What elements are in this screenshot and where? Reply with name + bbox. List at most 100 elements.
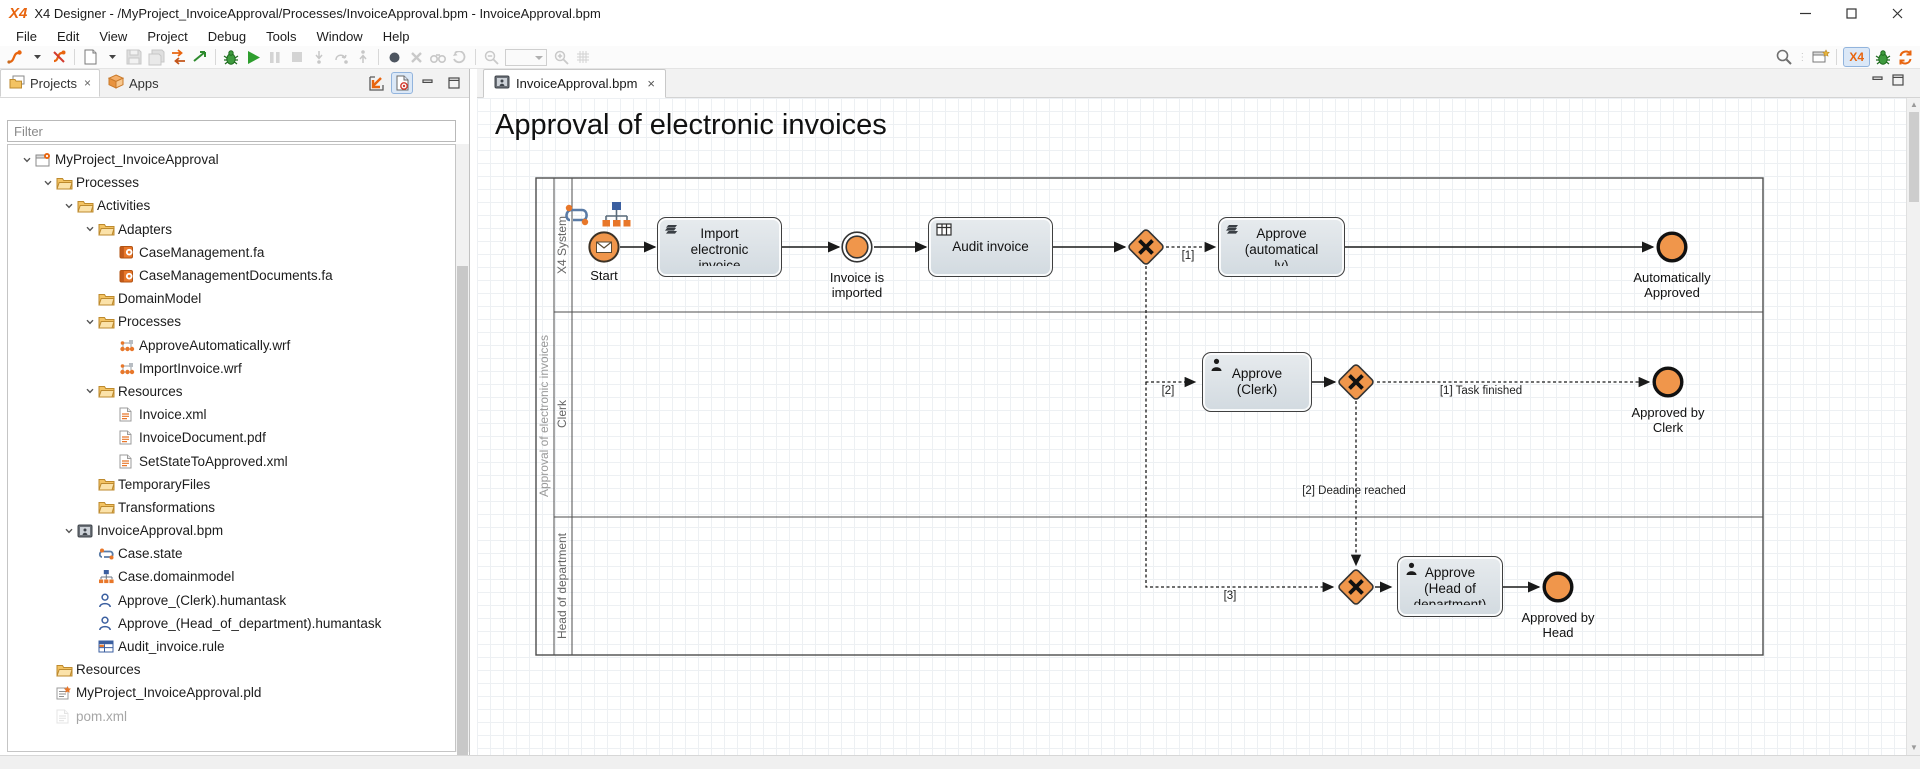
bpmn-gateway-3[interactable] [1337,568,1375,606]
debug-perspective-icon[interactable] [1873,47,1893,67]
toolbar-separator [475,49,476,65]
xml-icon [119,454,139,469]
tree-item-approve-clerk-humantask[interactable]: Approve_(Clerk).humantask [8,589,455,612]
tree-item-casemanagement-fa[interactable]: CaseManagement.fa [8,241,455,264]
bpmn-task-audit[interactable]: Audit invoice [928,217,1053,277]
link-with-editor-icon[interactable] [391,72,413,94]
title-bar: X4 X4 Designer - /MyProject_InvoiceAppro… [0,0,1920,27]
tree-item-label: CaseManagementDocuments.fa [139,268,333,284]
tree-item-processes[interactable]: Processes [8,171,455,194]
editor-scrollbar-thumb[interactable] [1909,112,1919,202]
sync-perspective-icon[interactable] [1895,47,1915,67]
chevron-down-icon[interactable] [60,201,77,211]
tree-item-audit-invoice-rule[interactable]: Audit_invoice.rule [8,635,455,658]
menu-file[interactable]: File [16,29,37,44]
bpmn-end-event-approved-by-clerk[interactable] [1651,365,1685,399]
project-explorer-panel: Projects×Apps MyProject_InvoiceApprovalP… [0,69,470,769]
tree-item-invoicedocument-pdf[interactable]: InvoiceDocument.pdf [8,426,455,449]
x4-logo-icon: X4 [9,5,28,22]
editor-scrollbar[interactable]: ▲ ▼ [1906,98,1920,755]
tree-item-importinvoice-wrf[interactable]: ImportInvoice.wrf [8,357,455,380]
close-button[interactable] [1874,0,1920,27]
bpmn-end-event-approved-by-head[interactable] [1541,570,1575,604]
tree-item-temporaryfiles[interactable]: TemporaryFiles [8,473,455,496]
chevron-down-icon[interactable] [81,386,98,396]
maximize-button[interactable] [1828,0,1874,27]
open-perspective-icon[interactable] [1811,47,1831,67]
folder-icon [56,176,76,190]
import-icon[interactable] [168,47,188,67]
minimize-button[interactable] [1782,0,1828,27]
x4-perspective-button[interactable]: X4 [1843,47,1870,67]
connect-icon[interactable] [5,47,25,67]
new-file-icon[interactable] [80,47,100,67]
tree-item-invoiceapproval-bpm[interactable]: InvoiceApproval.bpm [8,519,455,542]
minimize-editor-icon[interactable] [1872,74,1884,89]
tab-close-icon[interactable]: × [83,76,91,90]
editor-tab-invoiceapproval[interactable]: InvoiceApproval.bpm × [483,69,666,98]
chevron-down-icon[interactable] [18,155,35,165]
bpmn-gateway-1[interactable] [1127,228,1165,266]
tree-item-transformations[interactable]: Transformations [8,496,455,519]
tree-item-setstatetoapproved-xml[interactable]: SetStateToApproved.xml [8,449,455,472]
bpm-diagram-canvas[interactable]: Approval of electronic invoices Approval… [477,98,1906,755]
tree-item-approveautomatically-wrf[interactable]: ApproveAutomatically.wrf [8,334,455,357]
bpmn-intermediate-event[interactable] [841,231,873,263]
tree-item-pom-xml[interactable]: pom.xml [8,705,455,728]
editor-tab-close-icon[interactable]: × [647,76,655,91]
tree-scrollbar-thumb[interactable] [457,266,468,769]
bpmn-gateway-2[interactable] [1337,363,1375,401]
tree-item-resources[interactable]: Resources [8,658,455,681]
human-icon [98,616,118,631]
import-wizard-icon[interactable] [365,72,387,94]
scroll-up-icon[interactable]: ▲ [1910,100,1918,109]
chevron-down-icon[interactable] [39,178,56,188]
tree-item-myproject-invoiceapproval[interactable]: MyProject_InvoiceApproval [8,148,455,171]
export-icon[interactable] [190,47,210,67]
tree-item-myproject-invoiceapproval-pld[interactable]: MyProject_InvoiceApproval.pld [8,681,455,704]
menu-tools[interactable]: Tools [266,29,297,44]
tree-item-casemanagementdocuments-fa[interactable]: CaseManagementDocuments.fa [8,264,455,287]
maximize-view-icon[interactable] [443,72,465,94]
tree-item-processes[interactable]: Processes [8,310,455,333]
tree-item-adapters[interactable]: Adapters [8,218,455,241]
tree-item-approve-head-of-department-humantask[interactable]: Approve_(Head_of_department).humantask [8,612,455,635]
tree-item-case-domainmodel[interactable]: Case.domainmodel [8,565,455,588]
menu-window[interactable]: Window [316,29,363,44]
run-icon[interactable] [243,47,263,67]
menu-view[interactable]: View [99,29,128,44]
bpmn-end-event-automatically-approved[interactable] [1655,230,1689,264]
filter-input[interactable] [7,120,456,142]
bpmn-task-clerk[interactable]: Approve(Clerk) [1202,352,1312,412]
tree-item-case-state[interactable]: Case.state [8,542,455,565]
dropdown-arrow-icon[interactable] [27,47,47,67]
tab-apps[interactable]: Apps [100,69,167,97]
disconnect-icon[interactable] [49,47,69,67]
maximize-editor-icon[interactable] [1892,74,1904,89]
tree-scrollbar[interactable] [456,144,469,769]
chevron-down-icon[interactable] [81,224,98,234]
folder-icon [98,315,118,329]
tree-item-invoice-xml[interactable]: Invoice.xml [8,403,455,426]
search-icon[interactable] [1774,47,1794,67]
chevron-down-icon[interactable] [81,317,98,327]
tree-item-domainmodel[interactable]: DomainModel [8,287,455,310]
scroll-down-icon[interactable]: ▼ [1910,743,1918,752]
minimize-view-icon[interactable] [417,72,439,94]
tree-item-resources[interactable]: Resources [8,380,455,403]
menu-edit[interactable]: Edit [56,29,80,44]
menu-project[interactable]: Project [147,29,188,44]
tab-projects[interactable]: Projects× [0,69,100,97]
record-icon[interactable] [384,47,404,67]
debug-icon[interactable] [221,47,241,67]
chevron-down-icon[interactable] [60,526,77,536]
dropdown-arrow-icon[interactable] [102,47,122,67]
tree-item-activities[interactable]: Activities [8,194,455,217]
menu-debug[interactable]: Debug [207,29,247,44]
bpmn-start-event[interactable] [588,231,620,263]
menu-help[interactable]: Help [382,29,410,44]
apps-tab-icon [107,74,125,92]
